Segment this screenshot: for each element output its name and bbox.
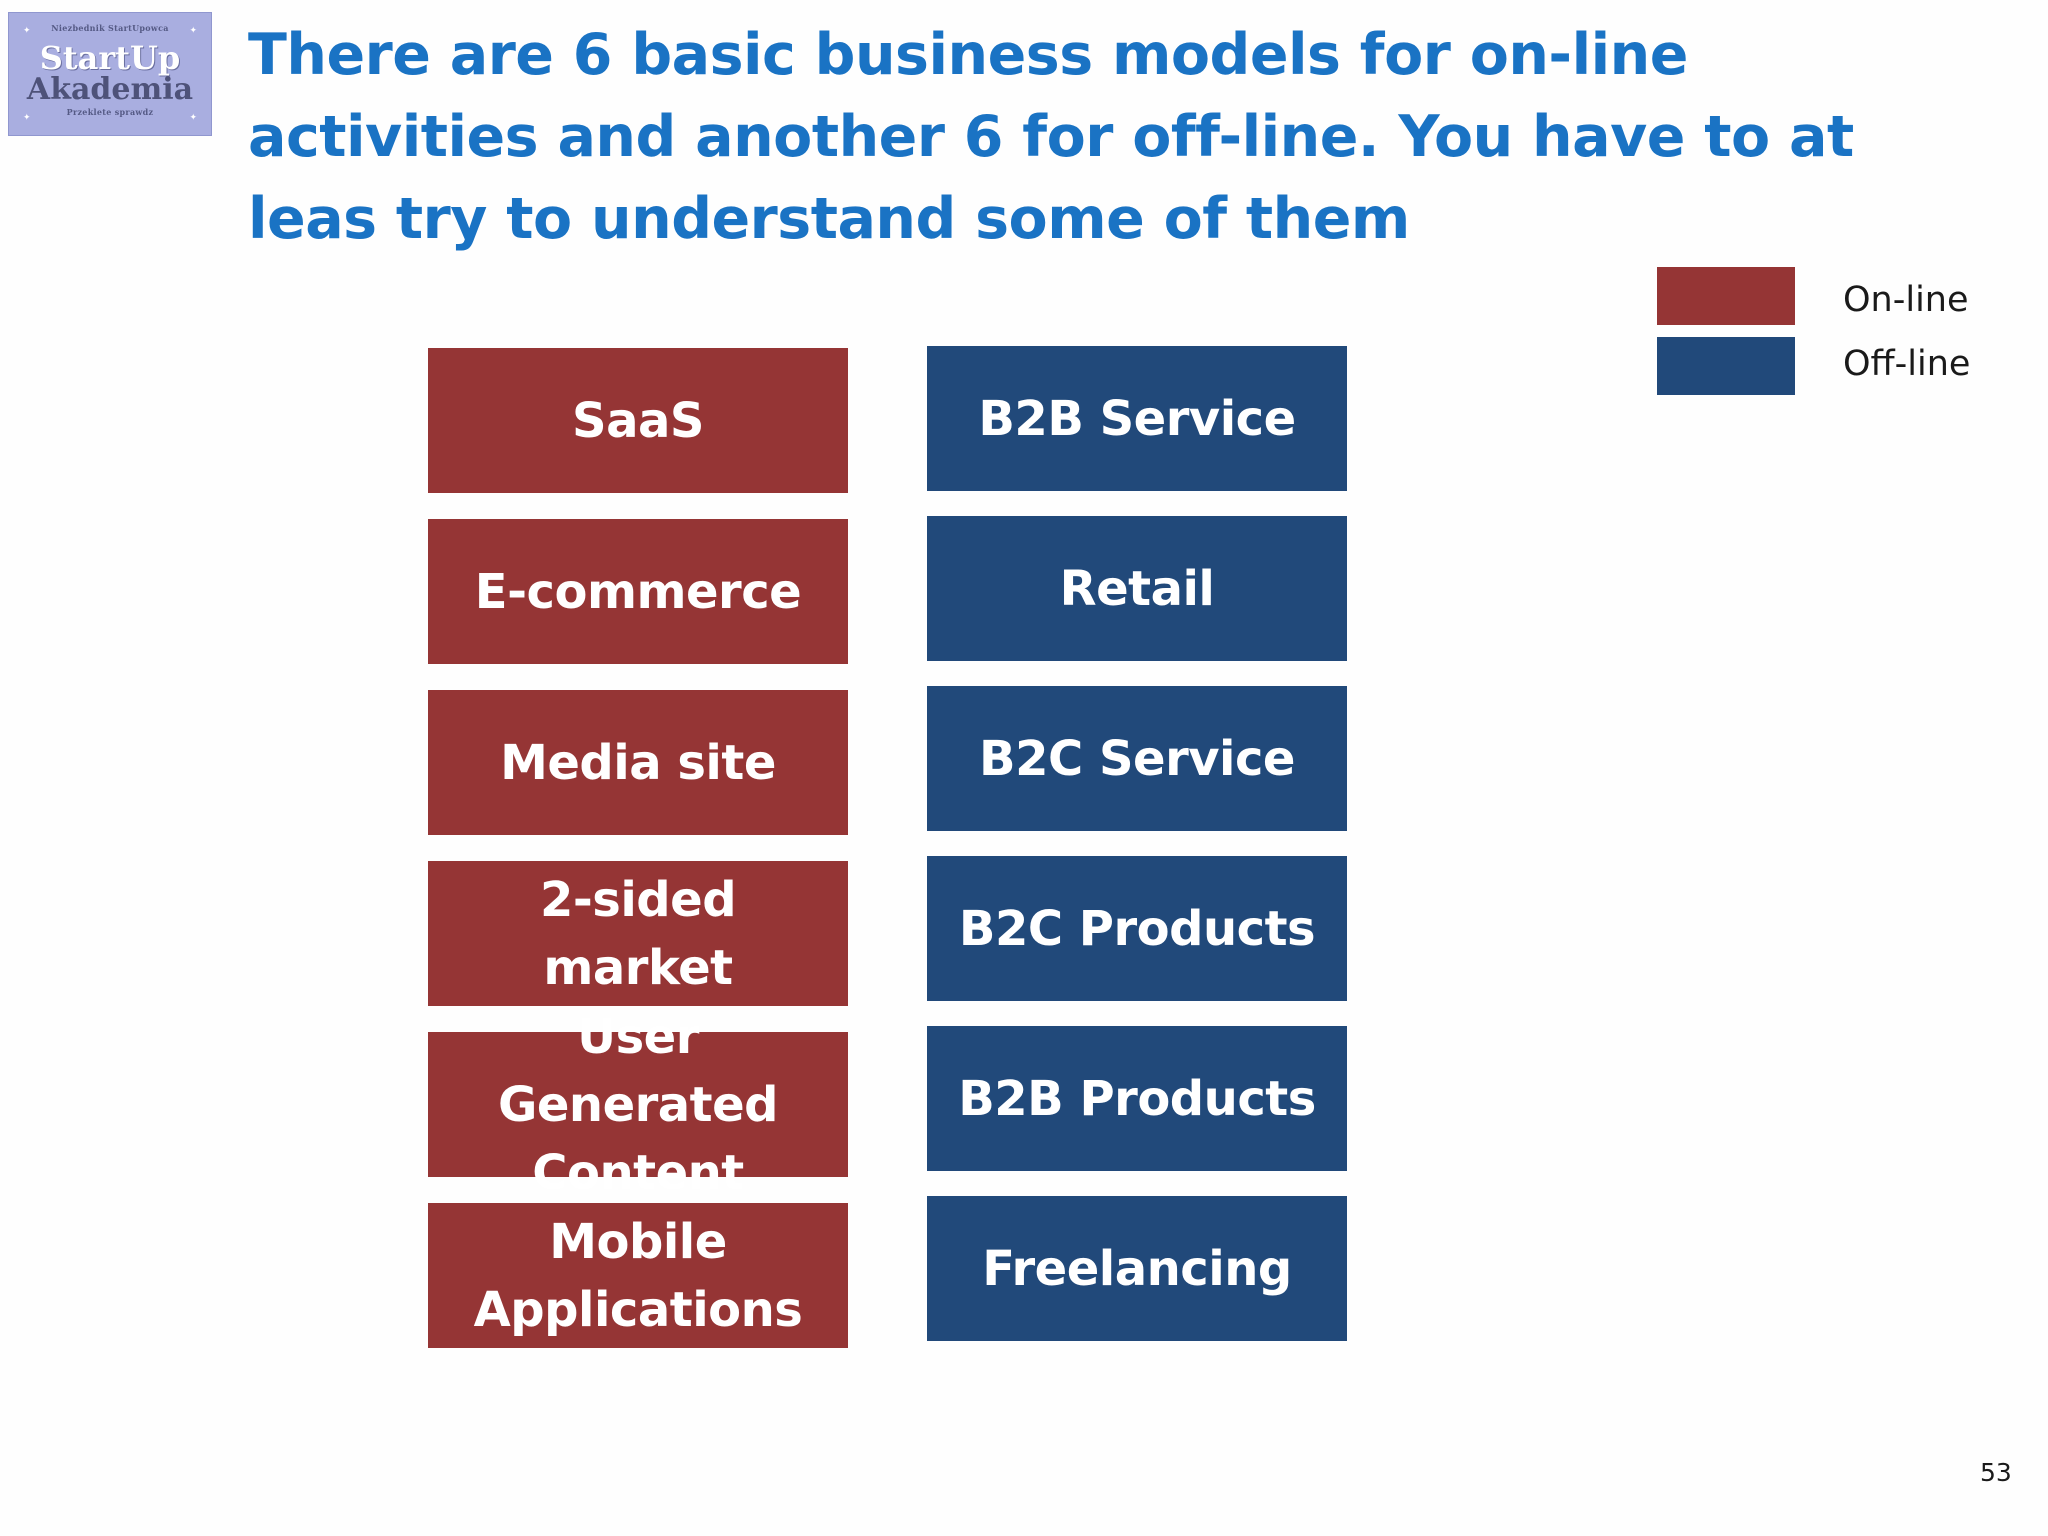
offline-model-b2b-service: B2B Service bbox=[927, 346, 1347, 491]
logo-star-icon: ✦ bbox=[189, 112, 197, 122]
logo-star-icon: ✦ bbox=[23, 25, 31, 35]
logo-star-icon: ✦ bbox=[23, 112, 31, 122]
offline-model-b2b-products: B2B Products bbox=[927, 1026, 1347, 1171]
legend-online-swatch bbox=[1657, 267, 1795, 325]
online-model-2-sided-market: 2-sided market bbox=[428, 861, 848, 1006]
page-number: 53 bbox=[1980, 1458, 2012, 1487]
legend-offline-swatch bbox=[1657, 337, 1795, 395]
offline-model-freelancing: Freelancing bbox=[927, 1196, 1347, 1341]
offline-model-b2c-service: B2C Service bbox=[927, 686, 1347, 831]
legend-online-label: On-line bbox=[1843, 280, 1969, 320]
slide-title: There are 6 basic business models for on… bbox=[248, 22, 1854, 252]
logo-star-icon: ✦ bbox=[189, 25, 197, 35]
logo-top-text: Niezbednik StartUpowca bbox=[51, 23, 169, 33]
online-model-media-site: Media site bbox=[428, 690, 848, 835]
online-model-ecommerce: E-commerce bbox=[428, 519, 848, 664]
legend-offline-label: Off-line bbox=[1843, 344, 1971, 384]
online-model-saas: SaaS bbox=[428, 348, 848, 493]
offline-model-retail: Retail bbox=[927, 516, 1347, 661]
offline-model-b2c-products: B2C Products bbox=[927, 856, 1347, 1001]
startup-akademia-logo: ✦ ✦ ✦ ✦ Niezbednik StartUpowca StartUp A… bbox=[8, 12, 212, 136]
online-model-user-generated-content: User Generated Content bbox=[428, 1009, 848, 1201]
online-model-mobile-applications: Mobile Applications bbox=[428, 1203, 848, 1348]
logo-line1: StartUp bbox=[39, 39, 181, 77]
logo-line2: Akademia bbox=[26, 72, 194, 107]
logo-bottom-text: Przeklete sprawdz bbox=[66, 107, 154, 117]
